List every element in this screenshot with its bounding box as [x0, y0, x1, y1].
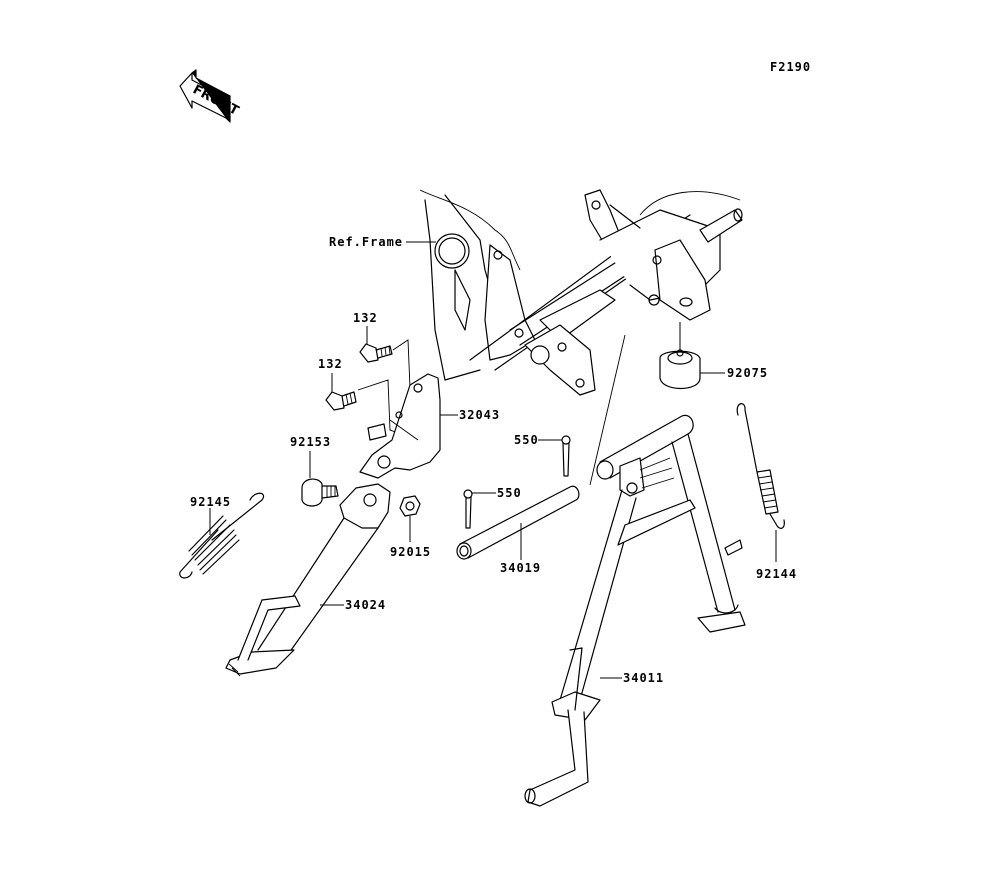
label-32043[interactable]: 32043: [459, 408, 500, 422]
part-32043-bracket[interactable]: [359, 373, 441, 479]
figure-code: F2190: [770, 60, 811, 74]
label-34011[interactable]: 34011: [623, 671, 664, 685]
part-34019-shaft[interactable]: [456, 485, 580, 560]
part-34024-side-stand[interactable]: [225, 483, 391, 677]
part-550-cotter-pin-upper[interactable]: [561, 435, 571, 477]
part-550-cotter-pin-lower[interactable]: [463, 489, 473, 529]
part-92075-damper[interactable]: [659, 322, 701, 389]
label-132-upper[interactable]: 132: [353, 311, 378, 325]
part-34011-center-stand[interactable]: [524, 414, 746, 807]
part-92144-spring[interactable]: [736, 403, 785, 529]
label-92144[interactable]: 92144: [756, 567, 797, 581]
label-550-upper[interactable]: 550: [514, 433, 539, 447]
label-92075[interactable]: 92075: [727, 366, 768, 380]
label-92145[interactable]: 92145: [190, 495, 231, 509]
part-132-bolt-upper[interactable]: [359, 343, 393, 363]
label-92015[interactable]: 92015: [390, 545, 431, 559]
label-34019[interactable]: 34019: [500, 561, 541, 575]
label-34024[interactable]: 34024: [345, 598, 386, 612]
front-arrow-icon: FRONT: [179, 69, 241, 123]
part-92145-spring[interactable]: [179, 492, 265, 579]
part-92015-nut[interactable]: [399, 495, 421, 517]
label-92153[interactable]: 92153: [290, 435, 331, 449]
frame-drawing: [419, 189, 743, 396]
part-132-bolt-lower[interactable]: [325, 391, 357, 411]
part-92153-bolt[interactable]: [301, 478, 339, 507]
ref-frame-label: Ref.Frame: [329, 235, 403, 249]
label-132-lower[interactable]: 132: [318, 357, 343, 371]
label-550-lower[interactable]: 550: [497, 486, 522, 500]
